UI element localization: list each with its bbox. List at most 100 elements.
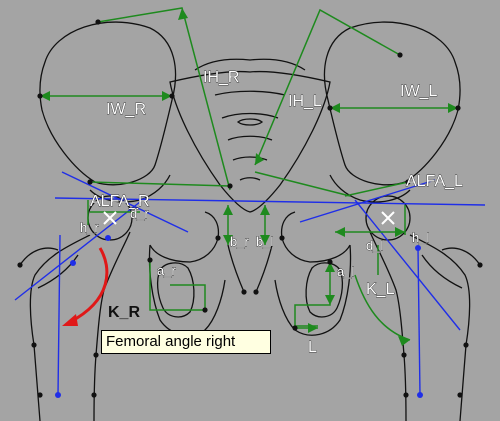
control-point[interactable] [17, 262, 23, 268]
label-h-l: h_l [412, 230, 429, 245]
control-point[interactable] [227, 183, 233, 189]
a-l-line [294, 262, 331, 329]
femoral-angle-arrowhead [62, 314, 78, 326]
control-point[interactable] [327, 259, 333, 265]
control-point[interactable] [405, 179, 411, 185]
arrowhead [448, 103, 458, 113]
control-point[interactable] [31, 342, 37, 348]
control-point[interactable] [455, 105, 461, 111]
label-d-r: d_r [130, 206, 149, 221]
arrowhead [330, 103, 340, 113]
label-ih-l: IH_L [288, 93, 322, 110]
label-iw-r: IW_R [106, 101, 146, 118]
control-point[interactable] [215, 235, 221, 241]
control-point[interactable] [401, 352, 407, 358]
control-point[interactable] [87, 179, 93, 185]
axis-point [417, 392, 423, 398]
label-k-l: K_L [366, 281, 395, 298]
control-point[interactable] [241, 289, 247, 295]
bone-outlines [19, 21, 481, 421]
arrowhead [178, 8, 188, 20]
control-point[interactable] [279, 235, 285, 241]
control-point[interactable] [91, 392, 97, 398]
sacrum-foramen [236, 118, 264, 126]
arrowhead [260, 205, 270, 215]
right-acetabular-line [61, 171, 189, 233]
label-d-l: d_l [366, 238, 383, 253]
center-marks [103, 211, 395, 225]
control-point[interactable] [253, 289, 259, 295]
hilgenreiner-line [54, 197, 486, 206]
right-femur-shaft [93, 231, 131, 421]
left-acetabulum-rim [329, 174, 411, 203]
left-femur-outline [409, 234, 471, 421]
left-femur-shaft [369, 231, 407, 421]
arrowhead [223, 235, 233, 245]
right-neck-axis [14, 197, 146, 301]
ih-l-line [254, 8, 401, 166]
label-h-r: h_r [80, 220, 99, 235]
axis-point [105, 235, 111, 241]
control-point[interactable] [397, 52, 403, 58]
control-point[interactable] [95, 19, 101, 25]
arrowhead [335, 227, 345, 237]
control-point[interactable] [477, 262, 483, 268]
arrowhead [260, 235, 270, 245]
axis-points [55, 235, 423, 398]
label-l: L [308, 339, 317, 356]
arrowhead [308, 323, 318, 333]
axis-point [415, 245, 421, 251]
label-alfa-r: ALFA_R [90, 193, 150, 210]
arrowhead [255, 153, 264, 165]
vertebra-outline [194, 58, 306, 71]
control-point[interactable] [93, 352, 99, 358]
arrowhead [40, 91, 50, 101]
right-ilium-outline [39, 21, 177, 186]
left-acetabular-line [299, 179, 436, 223]
left-neck-axis [354, 199, 461, 331]
label-k-r: K_R [108, 304, 140, 321]
arrowhead [325, 262, 335, 272]
control-point[interactable] [403, 392, 409, 398]
pubic-symphysis [227, 244, 273, 293]
arrowhead [162, 91, 172, 101]
label-a-r: a_r [157, 263, 176, 278]
alfa-r-line [89, 181, 231, 187]
control-point[interactable] [147, 257, 153, 263]
arrowhead [398, 336, 410, 346]
axis-lines [14, 171, 486, 396]
label-iw-l: IW_L [400, 83, 437, 100]
label-a-l: a_l [337, 264, 354, 279]
left-head-center-mark [381, 211, 395, 225]
k-l-curve [354, 274, 411, 341]
control-point[interactable] [202, 307, 208, 313]
tooltip: Femoral angle right [101, 330, 271, 354]
axis-point [55, 392, 61, 398]
femoral-angle-arc[interactable] [69, 247, 109, 324]
sacrum-outline [169, 70, 331, 213]
measure-arrowheads [40, 8, 458, 346]
sacrum-ridges [214, 90, 286, 181]
control-point[interactable] [37, 93, 43, 99]
arrowhead [223, 205, 233, 215]
control-point[interactable] [292, 325, 298, 331]
left-obturator-outline [274, 211, 352, 336]
control-point[interactable] [37, 392, 43, 398]
control-point[interactable] [463, 342, 469, 348]
control-point[interactable] [169, 93, 175, 99]
left-trochanter [421, 247, 481, 289]
alfa-l-line [344, 181, 409, 197]
arrowhead [395, 227, 405, 237]
tooltip-text: Femoral angle right [106, 333, 236, 350]
axis-point [70, 260, 76, 266]
control-point[interactable] [327, 105, 333, 111]
control-point[interactable] [457, 392, 463, 398]
left-shaft-axis [417, 247, 421, 396]
right-shaft-axis [57, 234, 61, 396]
right-obturator-foramen [156, 262, 195, 318]
arrowhead [325, 295, 335, 305]
control-points [17, 19, 483, 398]
label-ih-r: IH_R [203, 69, 239, 86]
right-head-center-mark [103, 211, 117, 225]
